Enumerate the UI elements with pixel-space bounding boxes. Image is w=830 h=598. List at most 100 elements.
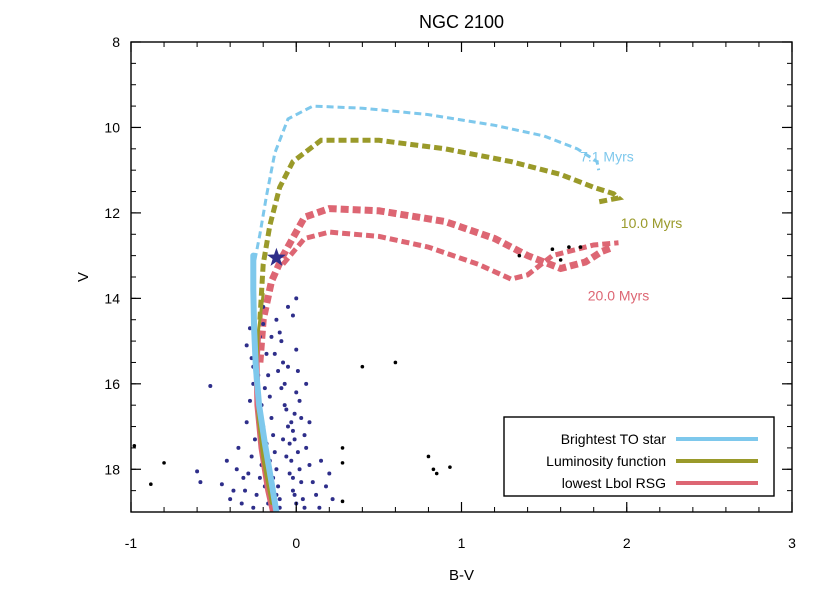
star-point [231,488,236,493]
star-point [294,347,299,352]
star-point [247,326,252,331]
star-point [264,351,269,356]
star-point-black [517,253,522,258]
star-point [295,450,300,455]
star-point [198,480,203,485]
star-point [241,475,246,480]
star-point [304,381,309,386]
star-point [294,390,299,395]
star-point [292,411,297,416]
star-point [323,484,328,489]
chart-title: NGC 2100 [419,12,504,32]
star-point [224,458,229,463]
star-point [314,492,319,497]
isochrone-label: 7.1 Myrs [580,149,634,165]
star-point-black [426,454,431,459]
star-point [295,369,300,373]
star-point-black [360,364,365,369]
y-tick-label: 16 [104,376,120,392]
star-point [244,420,249,425]
legend-label: Luminosity function [546,453,666,469]
star-point [269,334,274,339]
star-point [266,373,271,378]
star-point [274,467,279,472]
star-point [243,488,248,493]
star-point-black [567,245,571,249]
star-point [277,330,282,335]
star-point [302,505,307,510]
star-point [285,424,290,429]
star-point [219,482,224,487]
star-point [267,394,272,399]
star-point [279,339,284,344]
star-point-black [448,465,452,469]
star-point-black [132,443,137,448]
star-point [261,322,266,326]
star-point [292,437,297,442]
isochrone-line [256,205,615,363]
x-tick-label: 0 [292,535,300,551]
legend-label: lowest Lbol RSG [562,475,666,491]
star-point [282,403,287,408]
star-point [285,364,290,369]
star-point [247,398,252,403]
star-point [307,420,312,425]
star-point-black [550,247,555,252]
y-tick-label: 8 [112,34,120,50]
y-tick-label: 14 [104,290,120,306]
star-point-black [393,360,398,365]
isochrone-label: 20.0 Myrs [588,288,649,304]
star-point-black [578,245,583,249]
star-point [274,317,279,322]
x-tick-label: 1 [458,535,466,551]
star-point [281,437,286,442]
star-point [292,492,297,497]
star-point [195,469,200,474]
star-point [284,407,289,412]
star-point [310,480,315,485]
star-point-black [558,258,563,262]
star-point [307,463,312,467]
star-point [302,433,307,438]
legend-label: Brightest TO star [561,431,667,447]
star-point-black [340,446,345,450]
main-sequence-track [250,252,280,512]
star-point [246,471,251,476]
star-point [252,437,257,442]
y-tick-label: 10 [104,119,120,135]
star-point [262,386,267,391]
star-point [271,433,276,438]
x-tick-label: 3 [788,535,796,551]
star-point [234,467,239,472]
star-point [299,480,304,485]
star-point [297,398,302,403]
star-point [299,416,304,420]
star-point [290,428,295,433]
isochrone-line [253,104,601,261]
x-tick-label: 2 [623,535,631,551]
star-point [236,445,241,450]
star-point-black [431,467,436,472]
star-point [287,471,292,476]
isochrone-line [257,137,625,320]
star-point [297,467,302,472]
star-point [272,351,277,356]
star-point [257,475,262,480]
x-tick-label: -1 [125,535,138,551]
star-point [277,497,282,502]
star-point [269,416,274,420]
star-point [251,505,256,510]
isochrone-label: 10.0 Myrs [621,215,682,231]
star-point [317,505,322,510]
star-point [249,454,254,459]
star-point [330,497,335,502]
star-point [300,497,305,502]
star-point [285,304,290,309]
star-point [290,475,295,480]
star-point [281,360,286,365]
legend-box [503,416,775,497]
plot-area: 7.1 Myrs 10.0 Myrs 20.0 Myrs [132,104,682,512]
y-tick-label: 18 [104,461,120,477]
